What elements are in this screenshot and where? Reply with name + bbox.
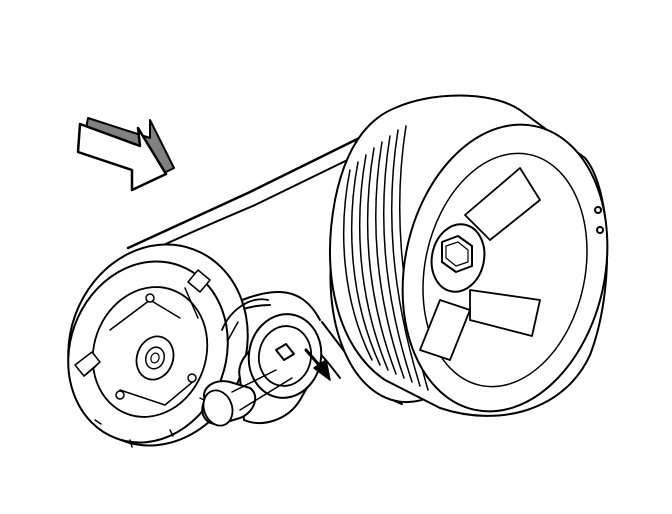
tensioner-rotation-arrow	[304, 348, 331, 381]
crankshaft-pulley	[329, 94, 609, 417]
view-direction-arrow	[76, 117, 175, 192]
belt-tensioner	[201, 298, 323, 427]
compressor-clutch-pulley	[67, 243, 249, 448]
